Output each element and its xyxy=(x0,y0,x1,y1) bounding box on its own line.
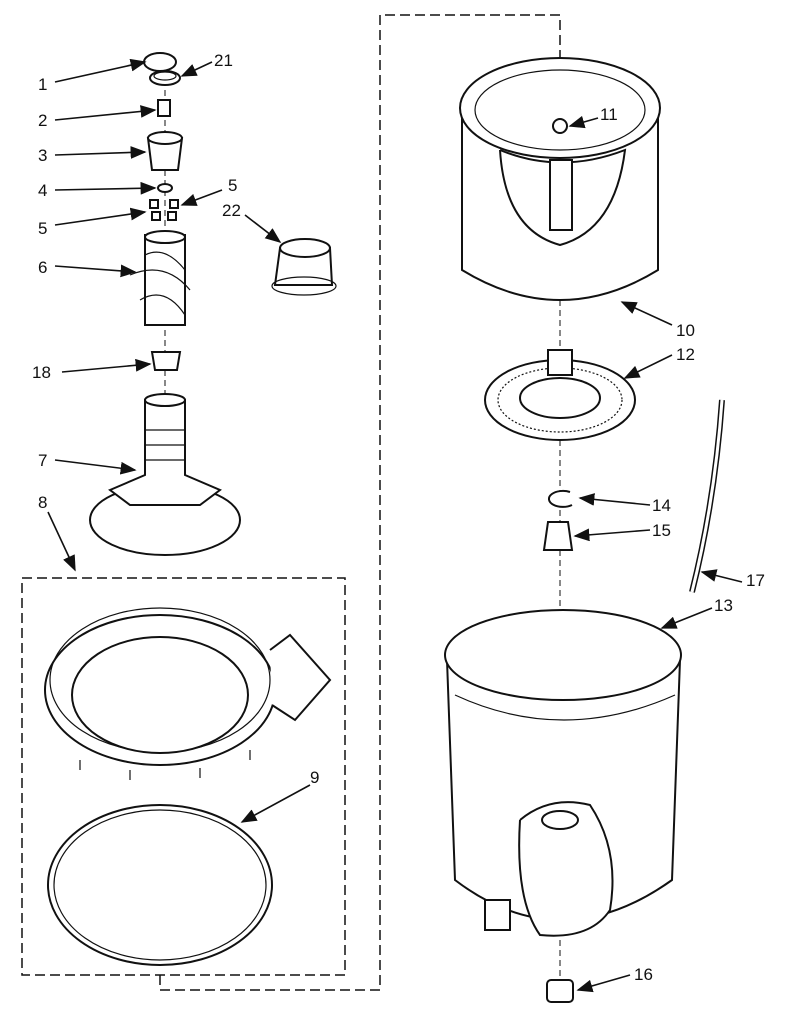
part-13-outer-tub xyxy=(444,609,682,937)
part-15-nut xyxy=(542,521,574,551)
callout-8: 8 xyxy=(38,493,47,512)
callout-11: 11 xyxy=(600,105,618,124)
callout-16: 16 xyxy=(634,965,653,984)
callout-6: 6 xyxy=(38,258,47,277)
callout-3: 3 xyxy=(38,146,47,165)
callout-7: 7 xyxy=(38,451,47,470)
part-12-hub-gear xyxy=(484,349,636,441)
callout-4: 4 xyxy=(38,181,47,200)
callout-10: 10 xyxy=(676,321,695,340)
callout-5-left: 5 xyxy=(38,219,47,238)
part-17-hose xyxy=(689,399,725,593)
part-10-basket xyxy=(459,57,661,301)
callout-22: 22 xyxy=(222,201,241,220)
part-2-screw xyxy=(157,99,171,117)
callout-15: 15 xyxy=(652,521,671,540)
callout-1: 1 xyxy=(38,75,47,94)
part-8-tub-ring xyxy=(44,607,332,780)
leader-lines xyxy=(47,58,743,993)
part-16-fitting xyxy=(546,979,574,1003)
callout-5-right: 5 xyxy=(228,176,237,195)
callout-12: 12 xyxy=(676,345,695,364)
callout-18: 18 xyxy=(32,363,51,382)
part-9-seal-ring xyxy=(47,804,273,966)
callout-17: 17 xyxy=(746,571,765,590)
part-21-ring xyxy=(149,70,181,86)
callout-14: 14 xyxy=(652,496,671,515)
part-14-clip xyxy=(547,489,573,508)
part-4-washer xyxy=(157,183,173,193)
part-22-bearing xyxy=(271,238,337,296)
part-6-agitator-auger xyxy=(129,230,191,326)
part-7-agitator xyxy=(89,393,241,556)
callout-13: 13 xyxy=(714,596,733,615)
part-18-cam xyxy=(150,351,182,371)
part-5-dogs xyxy=(149,199,179,221)
part-11-nut xyxy=(552,118,568,134)
callout-2: 2 xyxy=(38,111,47,130)
callout-21: 21 xyxy=(214,51,233,70)
assembly-connector-line xyxy=(159,14,561,991)
part-3-cap-housing xyxy=(146,131,184,171)
part-1-cap xyxy=(143,52,177,72)
callout-9: 9 xyxy=(310,768,319,787)
